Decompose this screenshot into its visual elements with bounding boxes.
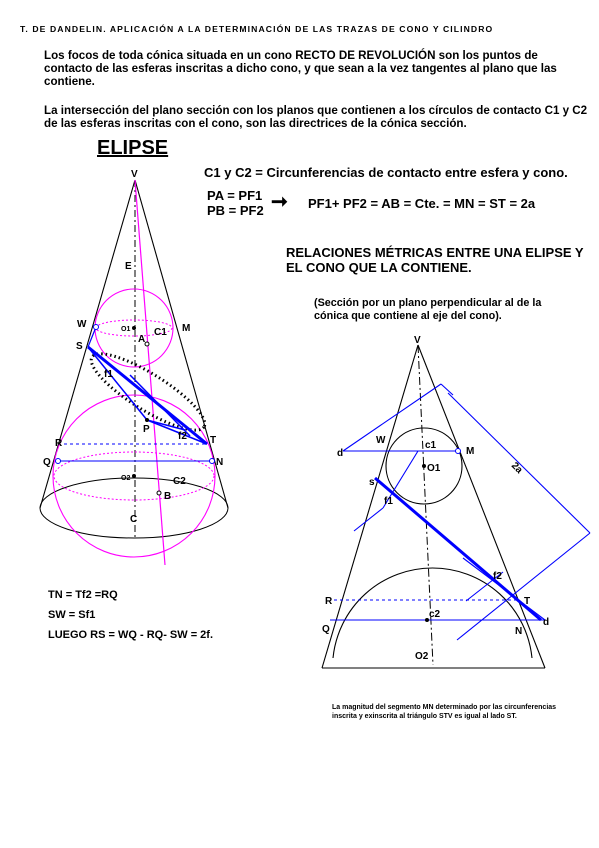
label-n-left: N: [216, 457, 223, 468]
label-f1-right: f1: [384, 496, 393, 507]
definition-pa: PA = PF1: [207, 188, 263, 203]
label-o2-left: O2: [121, 475, 130, 482]
label-t-left: T: [210, 435, 216, 446]
label-c2-right: c2: [429, 609, 441, 620]
label-v-right: V: [414, 335, 421, 346]
label-c2: C2: [173, 476, 186, 487]
label-o1-left: O1: [121, 326, 130, 333]
label-a: A: [138, 334, 145, 345]
label-w-right: W: [376, 435, 386, 446]
equation-1: TN = Tf2 =RQ: [48, 589, 118, 601]
label-s-right: s: [369, 477, 375, 488]
label-c1-right: c1: [425, 440, 437, 451]
definition-pb: PB = PF2: [207, 203, 264, 218]
intro-paragraph-2: La intersección del plano sección con lo…: [44, 104, 588, 130]
section-title-elipse: ELIPSE: [97, 137, 169, 159]
label-c1: C1: [154, 327, 167, 338]
bottom-note: La magnitud del segmento MN determinado …: [332, 704, 557, 720]
label-r-right: R: [325, 596, 333, 607]
relations-subtitle: (Sección por un plano perpendicular al d…: [314, 297, 542, 322]
equation-3: LUEGO RS = WQ - RQ- SW = 2f.: [48, 629, 214, 641]
label-e: E: [125, 261, 132, 272]
definition-circles: C1 y C2 = Circunferencias de contacto en…: [204, 165, 568, 180]
equation-2: SW = Sf1: [48, 609, 96, 621]
intro-paragraph-1: Los focos de toda cónica situada en un c…: [44, 49, 557, 88]
label-w-left: W: [77, 319, 87, 330]
label-b: B: [164, 491, 171, 502]
definition-sum: PF1+ PF2 = AB = Cte. = MN = ST = 2a: [308, 196, 536, 211]
label-f2-left: f2: [178, 431, 187, 442]
relations-title: RELACIONES MÉTRICAS ENTRE UNA ELIPSE Y E…: [286, 245, 584, 275]
label-o2-right: O2: [415, 651, 429, 662]
label-r-left: R: [55, 438, 63, 449]
label-2a: 2a: [509, 460, 525, 476]
label-p: P: [143, 424, 150, 435]
label-q-right: Q: [322, 624, 330, 635]
label-d-right: d: [543, 617, 549, 628]
label-o1-right: O1: [427, 463, 441, 474]
label-s: S: [76, 341, 83, 352]
label-v-left: V: [131, 169, 138, 180]
label-t-right: T: [524, 596, 530, 607]
arrow-right-icon: ➞: [271, 191, 288, 213]
label-f2-right: f2: [493, 571, 502, 582]
label-d-left: d: [337, 448, 343, 459]
label-c: C: [130, 514, 137, 525]
label-m-left: M: [182, 323, 190, 334]
label-m-right: M: [466, 446, 474, 457]
label-n-right: N: [515, 626, 522, 637]
page-title: T. DE DANDELIN. APLICACIÓN A LA DETERMIN…: [20, 24, 494, 34]
label-f1-left: f1: [104, 369, 113, 380]
label-q-left: Q: [43, 457, 51, 468]
